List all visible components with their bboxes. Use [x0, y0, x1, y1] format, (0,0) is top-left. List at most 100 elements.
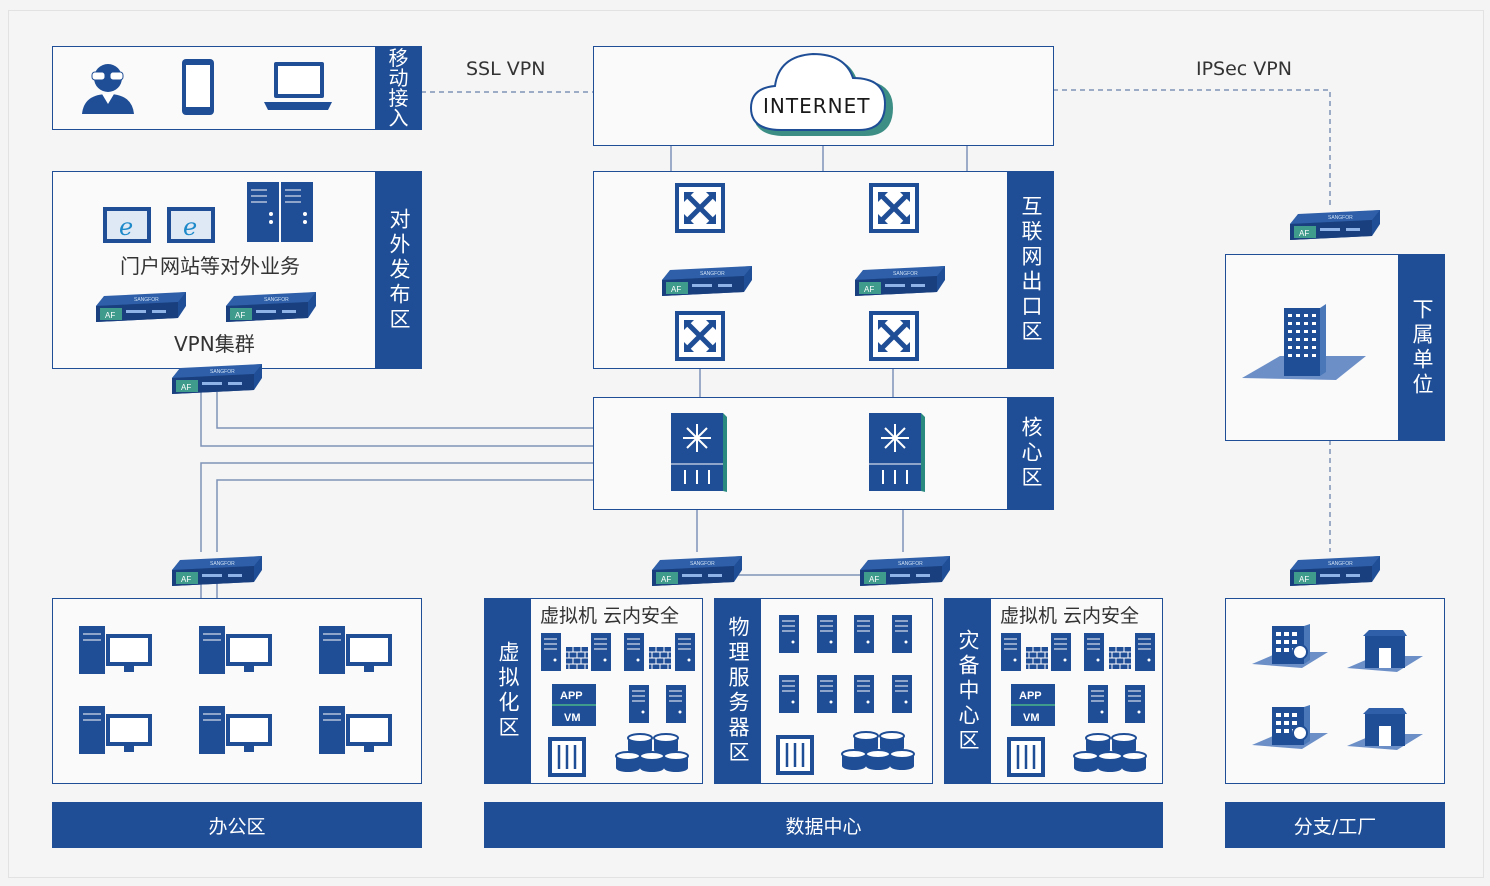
web-browser-icon: e — [103, 207, 151, 243]
desktop-pc-icon — [199, 706, 272, 754]
svg-text:e: e — [119, 213, 133, 241]
app-vm-icon: APP VM — [1011, 684, 1055, 726]
disaster-recovery-vm-text: 虚拟机 云内安全 — [1000, 605, 1140, 627]
core-label: 核心区 — [1007, 397, 1054, 510]
svg-text:SANGFOR: SANGFOR — [1328, 215, 1353, 221]
server-icon — [629, 685, 649, 723]
core-switch-icon — [671, 413, 727, 492]
core-box — [593, 397, 1054, 510]
server-icon — [779, 615, 799, 653]
server-icon — [1001, 633, 1021, 671]
disaster-recovery-label: 灾备中心区 — [944, 598, 991, 784]
svg-text:AF: AF — [869, 575, 879, 584]
svg-text:SANGFOR: SANGFOR — [264, 297, 289, 303]
svg-text:AF: AF — [235, 311, 245, 320]
server-icon — [591, 633, 611, 671]
firewall-brick-icon — [566, 647, 588, 669]
server-icon — [854, 675, 874, 713]
ssl-vpn-label: SSL VPN — [466, 58, 546, 80]
physical-server-label: 物理服务器区 — [714, 598, 761, 784]
svg-text:VM: VM — [564, 712, 581, 724]
core-switch-icon — [869, 413, 925, 492]
cloud-icon — [749, 52, 893, 136]
server-icon — [1125, 685, 1145, 723]
af-firewall-icon: AF SANGFOR — [652, 556, 742, 586]
af-firewall-icon: AF SANGFOR — [96, 292, 186, 322]
svg-text:SANGFOR: SANGFOR — [700, 271, 725, 277]
svg-text:SANGFOR: SANGFOR — [134, 297, 159, 303]
af-firewall-icon: AF SANGFOR — [662, 266, 752, 296]
af-firewall-icon: AF SANGFOR — [860, 556, 950, 586]
svg-text:SANGFOR: SANGFOR — [1328, 561, 1353, 567]
svg-text:e: e — [183, 213, 197, 241]
svg-text:AF: AF — [181, 383, 191, 392]
server-icon — [892, 675, 912, 713]
internet-exit-box — [593, 171, 1054, 369]
external-publish-box — [52, 171, 422, 369]
server-icon — [779, 675, 799, 713]
storage-disk-icon — [1073, 733, 1147, 772]
firewall-brick-icon — [1109, 647, 1131, 669]
branch-box — [1225, 598, 1445, 784]
svg-text:AF: AF — [181, 575, 191, 584]
laptop-icon — [264, 62, 332, 110]
storage-switch-icon — [548, 737, 586, 777]
office-area-bar: 办公区 — [52, 802, 422, 848]
server-icon — [892, 615, 912, 653]
server-icon — [817, 675, 837, 713]
server-icon — [675, 633, 695, 671]
internet-exit-label: 互联网出口区 — [1007, 171, 1054, 369]
svg-text:SANGFOR: SANGFOR — [898, 561, 923, 567]
svg-text:AF: AF — [1299, 575, 1309, 584]
router-switch-icon — [675, 311, 725, 361]
mobile-access-label: 移动接入 — [375, 46, 422, 130]
factory-building-icon — [1252, 624, 1328, 668]
svg-text:AF: AF — [105, 311, 115, 320]
server-rack-icon — [247, 182, 313, 242]
router-switch-icon — [869, 311, 919, 361]
desktop-pc-icon — [319, 706, 392, 754]
server-icon — [1051, 633, 1071, 671]
virtualization-label: 虚拟化区 — [484, 598, 531, 784]
af-firewall-icon: AF SANGFOR — [1290, 556, 1380, 586]
router-switch-icon — [675, 183, 725, 233]
storage-switch-icon — [776, 735, 814, 775]
storage-disk-icon — [615, 733, 689, 772]
svg-text:APP: APP — [560, 690, 583, 702]
external-publish-label: 对外发布区 — [375, 171, 422, 369]
server-icon — [1088, 685, 1108, 723]
building-icon — [1242, 304, 1366, 380]
svg-text:VM: VM — [1023, 712, 1040, 724]
server-icon — [624, 633, 644, 671]
factory-building-icon — [1252, 705, 1328, 749]
office-box — [52, 598, 422, 784]
desktop-pc-icon — [79, 706, 152, 754]
svg-text:APP: APP — [1019, 690, 1042, 702]
server-icon — [1084, 633, 1104, 671]
firewall-brick-icon — [1026, 647, 1048, 669]
subordinate-label: 下属单位 — [1398, 254, 1445, 441]
shop-building-icon — [1347, 708, 1423, 750]
svg-text:SANGFOR: SANGFOR — [690, 561, 715, 567]
ipsec-vpn-link — [1053, 89, 1331, 205]
af-firewall-icon: AF SANGFOR — [855, 266, 945, 296]
storage-switch-icon — [1007, 737, 1045, 777]
svg-text:AF: AF — [661, 575, 671, 584]
server-icon — [854, 615, 874, 653]
svg-text:AF: AF — [864, 285, 874, 294]
storage-disk-icon — [841, 731, 915, 770]
datacenter-bar: 数据中心 — [484, 802, 1163, 848]
phone-icon — [182, 59, 214, 115]
web-browser-icon: e — [167, 207, 215, 243]
shop-building-icon — [1347, 630, 1423, 672]
portal-business-text: 门户网站等对外业务 — [120, 254, 300, 278]
app-vm-icon: APP VM — [552, 684, 596, 726]
desktop-pc-icon — [199, 626, 272, 674]
ipsec-vpn-label: IPSec VPN — [1196, 58, 1292, 80]
virtualization-vm-text: 虚拟机 云内安全 — [540, 605, 680, 627]
svg-text:AF: AF — [671, 285, 681, 294]
svg-text:SANGFOR: SANGFOR — [210, 369, 235, 375]
router-switch-icon — [869, 183, 919, 233]
svg-text:SANGFOR: SANGFOR — [893, 271, 918, 277]
